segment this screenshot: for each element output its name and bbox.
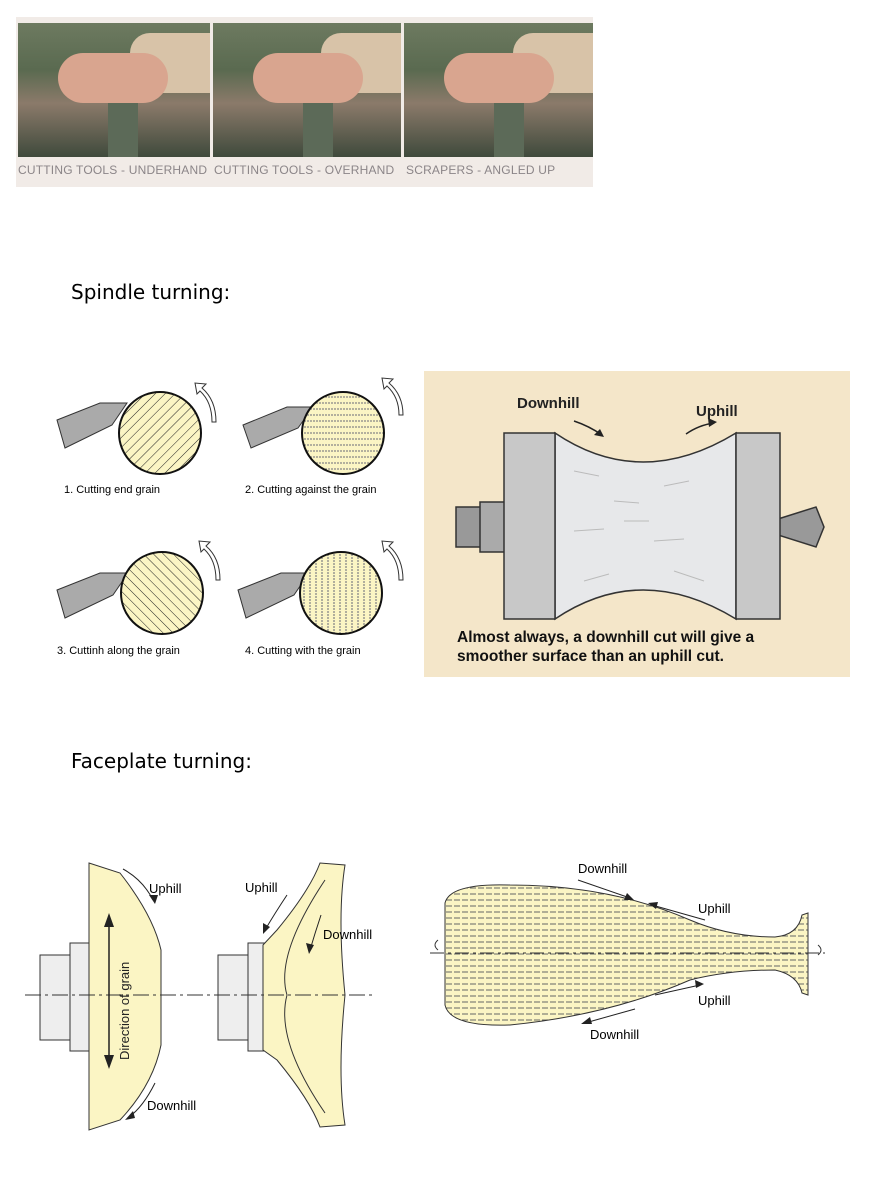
grain-diagram-1: 1. Cutting end grain	[56, 382, 217, 496]
uphill-label: Uphill	[696, 403, 738, 420]
downhill-label: Downhill	[517, 395, 580, 412]
downhill-uphill-panel: Downhill Uphill Almost always, a downhil…	[424, 371, 850, 677]
photo-scraper	[404, 23, 593, 157]
uphill-label-bottom: Uphill	[698, 993, 731, 1008]
caption-underhand: CUTTING TOOLS - UNDERHAND	[18, 163, 208, 177]
grain-diagram-2: 2. Cutting against the grain	[242, 377, 404, 496]
faceplate-heading: Faceplate turning:	[71, 749, 252, 773]
lathe-photo-strip: CUTTING TOOLS - UNDERHAND CUTTING TOOLS …	[16, 17, 593, 187]
faceplate-profile-diagram: Downhill Uphill Uphill Downhill	[430, 861, 825, 1042]
caption-scrapers: SCRAPERS - ANGLED UP	[406, 163, 556, 177]
faceplate-grain-diagram: Direction of grain Uphill Downhill Uphil…	[25, 862, 375, 1131]
grain-diagram-4: 4. Cutting with the grain	[237, 540, 404, 657]
downhill-label-left: Downhill	[147, 1098, 196, 1113]
photo-overhand	[213, 23, 401, 157]
grain-label-4: 4. Cutting with the grain	[245, 645, 361, 657]
panel-caption-line-1: Almost always, a downhill cut will give …	[457, 629, 755, 646]
grain-cutting-diagrams: 1. Cutting end grain 2. Cutting against …	[56, 377, 404, 657]
grain-diagram-3: 3. Cuttinh along the grain	[56, 540, 221, 657]
downhill-label-bottom: Downhill	[590, 1027, 639, 1042]
photo-underhand	[18, 23, 210, 157]
uphill-label-top: Uphill	[698, 901, 731, 916]
caption-overhand: CUTTING TOOLS - OVERHAND	[214, 163, 395, 177]
uphill-label-left: Uphill	[149, 881, 182, 896]
grain-label-2: 2. Cutting against the grain	[245, 484, 376, 496]
grain-label-3: 3. Cuttinh along the grain	[57, 645, 180, 657]
uphill-label-right: Uphill	[245, 880, 278, 895]
downhill-label-right: Downhill	[323, 927, 372, 942]
grain-label-1: 1. Cutting end grain	[64, 484, 160, 496]
downhill-label-top: Downhill	[578, 861, 627, 876]
panel-caption-line-2: smoother surface than an uphill cut.	[457, 648, 724, 665]
spindle-heading: Spindle turning:	[71, 280, 231, 304]
direction-of-grain-label: Direction of grain	[117, 962, 132, 1060]
